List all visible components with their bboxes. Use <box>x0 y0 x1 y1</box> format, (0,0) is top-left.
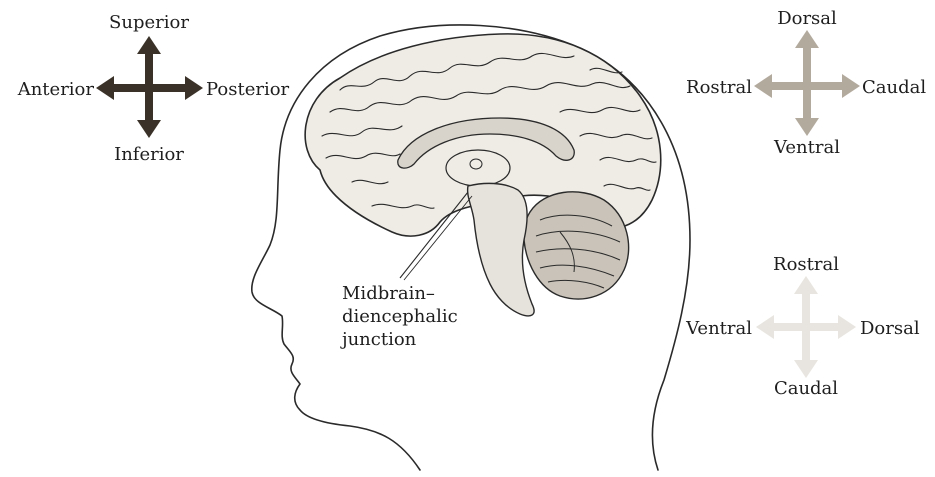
arrowhead-left <box>96 76 114 100</box>
label-posterior: Posterior <box>206 79 290 100</box>
label-dorsal: Dorsal <box>860 318 920 339</box>
arrowhead-up <box>137 36 161 54</box>
label-caudal: Caudal <box>862 77 926 98</box>
label-ventral: Ventral <box>773 137 840 158</box>
arrowhead-down <box>137 120 161 138</box>
compass-anatomical-horizontal-shaft <box>108 84 188 92</box>
brainstem <box>468 183 534 315</box>
arrowhead-down <box>794 360 818 378</box>
thalamus <box>446 150 510 186</box>
callout-midbrain-diencephalic-junction: Midbrain– diencephalic junction <box>340 283 458 350</box>
callout-line-1: Midbrain– <box>342 283 435 304</box>
arrowhead-down <box>795 118 819 136</box>
callout-line-3: junction <box>340 329 417 350</box>
arrowhead-right <box>838 315 856 339</box>
label-rostral: Rostral <box>686 77 752 98</box>
compass-forebrain-horizontal-shaft <box>766 82 848 90</box>
label-superior: Superior <box>109 12 189 33</box>
compass-anatomical: Superior Inferior Anterior Posterior <box>17 12 290 165</box>
cerebellum <box>524 192 629 299</box>
label-rostral: Rostral <box>773 254 839 275</box>
arrowhead-up <box>795 30 819 48</box>
arrowhead-left <box>756 315 774 339</box>
label-anterior: Anterior <box>17 79 95 100</box>
arrowhead-right <box>185 76 203 100</box>
callout-line-2: diencephalic <box>342 306 458 327</box>
arrowhead-up <box>794 276 818 294</box>
label-ventral: Ventral <box>685 318 752 339</box>
arrowhead-left <box>754 74 772 98</box>
label-inferior: Inferior <box>114 144 184 165</box>
compass-forebrain: Dorsal Ventral Rostral Caudal <box>686 8 926 158</box>
label-dorsal: Dorsal <box>777 8 837 29</box>
arrowhead-right <box>842 74 860 98</box>
compass-brainstem-arrows <box>756 276 856 378</box>
compass-brainstem: Rostral Caudal Ventral Dorsal <box>685 254 920 399</box>
compass-brainstem-horizontal-shaft <box>768 323 844 331</box>
brain <box>305 34 661 316</box>
compass-anatomical-arrows <box>96 36 203 138</box>
label-caudal: Caudal <box>774 378 838 399</box>
compass-forebrain-arrows <box>754 30 860 136</box>
